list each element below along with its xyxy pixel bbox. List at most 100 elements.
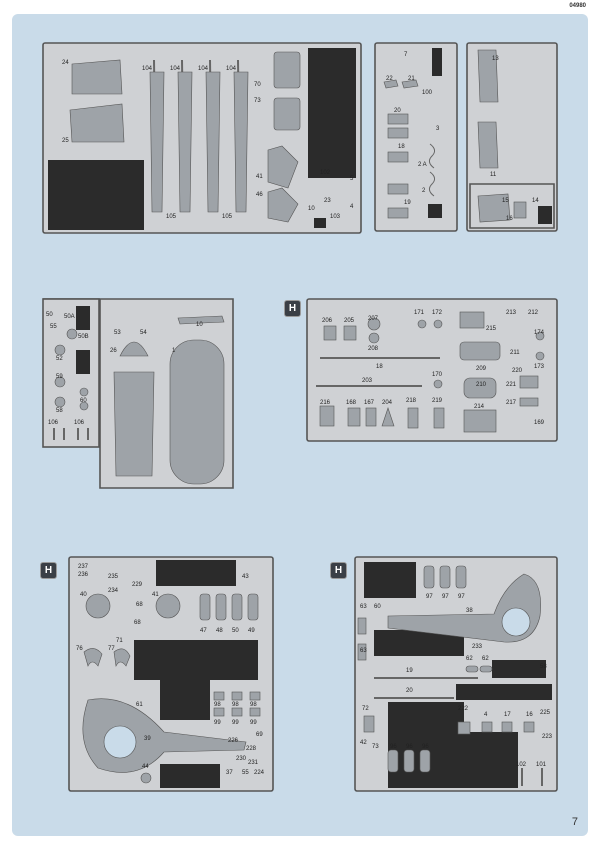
sprue-3: 13 11 15 16 14 (466, 42, 558, 232)
part-label: 98 (250, 702, 257, 708)
part-label: 26 (110, 348, 117, 354)
part-label: 10 (196, 322, 203, 328)
part-label: 11 (490, 172, 497, 178)
part-label: 169 (534, 420, 545, 426)
part-label: 96 (406, 744, 413, 750)
part-label: 104 (142, 66, 153, 72)
part-label: 25 (62, 138, 69, 144)
part-label: 208 (368, 346, 379, 352)
part-label: 7 (404, 52, 408, 58)
part-label: 228 (246, 746, 257, 752)
part-label: 104 (170, 66, 181, 72)
part-label: 174 (534, 330, 545, 336)
part-label: 211 (510, 350, 520, 356)
part-label: 4 (484, 712, 488, 718)
part-label: 55 (50, 324, 57, 330)
part-label: 105 (166, 214, 177, 220)
part-label: 212 (528, 310, 539, 316)
part-label: 104 (226, 66, 237, 72)
part-label: 218 (406, 398, 417, 404)
part-label: 24 (62, 60, 69, 66)
part-label: 106 (74, 420, 85, 426)
part-label: 41 (256, 174, 263, 180)
part-label: 237 (78, 564, 89, 570)
sprue-h-badge: H (330, 562, 347, 579)
part-label: 210 (476, 382, 487, 388)
part-label: 5 (350, 176, 354, 182)
part-label: 171 (414, 310, 425, 316)
part-label: 14 (532, 198, 539, 204)
part-label: 236 (78, 572, 89, 578)
part-label: 103 (330, 214, 341, 220)
part-label: 40 (80, 592, 87, 598)
part-label: 216 (320, 400, 331, 406)
part-label: 18 (398, 144, 405, 150)
part-label: 168 (346, 400, 357, 406)
part-label: 106 (48, 420, 59, 426)
part-label: 41 (152, 592, 159, 598)
part-label: 61 (136, 702, 143, 708)
part-label: 68 (136, 602, 143, 608)
part-label: 62 (466, 656, 473, 662)
part-label: 68 (134, 620, 141, 626)
part-label: 207 (368, 316, 379, 322)
part-label: 13 (492, 56, 499, 62)
part-label: 72 (362, 706, 369, 712)
part-label: 209 (476, 366, 487, 372)
part-label: 225 (540, 710, 551, 716)
part-label: 46 (256, 192, 263, 198)
part-label: 99 (214, 720, 221, 726)
sprue-1: 24 25 104 104 104 104 105 105 70 73 41 4… (42, 42, 362, 234)
part-label: 16 (526, 712, 533, 718)
part-label: 19 (404, 200, 411, 206)
part-label: 39 (144, 736, 151, 742)
part-label: 205 (344, 318, 355, 324)
part-label: 234 (108, 588, 119, 594)
part-label: 97 (442, 594, 449, 600)
part-label: 42 (360, 740, 367, 746)
sprue-7: 97 97 97 38 63 60 63 233 19 62 62 58 20 … (354, 556, 558, 792)
part-label: 15 (502, 198, 509, 204)
sprue-h-badge: H (40, 562, 57, 579)
part-label: 2 A (418, 162, 427, 168)
part-label: 23 (324, 198, 331, 204)
part-label: 99 (232, 720, 239, 726)
part-label: 172 (432, 310, 443, 316)
part-label: 1 (172, 348, 176, 354)
part-label: 48 (216, 628, 223, 634)
part-label: 76 (76, 646, 83, 652)
part-label: 100 (422, 90, 433, 96)
part-label: 52 (56, 356, 63, 362)
part-label: 43 (242, 574, 249, 580)
part-label: 21 (408, 76, 415, 82)
part-label: 97 (426, 594, 433, 600)
part-label: 73 (372, 744, 379, 750)
sprue-4: 50 50A 55 50B 52 59 58 60 106 106 53 54 … (42, 298, 234, 489)
part-label: 102 (516, 762, 527, 768)
part-label: 50A (64, 314, 75, 320)
part-label: 38 (466, 608, 473, 614)
part-label: 50B (78, 334, 89, 340)
sprue-h-badge: H (284, 300, 301, 317)
part-label: 70 (254, 82, 261, 88)
part-label: 102 (320, 170, 331, 176)
part-label: 104 (198, 66, 209, 72)
part-label: 105 (222, 214, 233, 220)
part-label: 18 (376, 364, 383, 370)
part-label: 231 (248, 760, 259, 766)
part-label: 63 (360, 604, 367, 610)
part-label: 226 (228, 738, 239, 744)
part-label: 217 (506, 400, 517, 406)
part-label: 16 (506, 216, 513, 222)
part-label: 222 (458, 706, 469, 712)
part-label: 204 (382, 400, 393, 406)
part-label: 203 (362, 378, 373, 384)
part-label: 58 (56, 408, 63, 414)
part-label: 220 (512, 368, 523, 374)
part-label: 37 (226, 770, 233, 776)
part-label: 60 (374, 604, 381, 610)
sprue-2: 7 22 21 100 20 3 18 2 A 2 19 (374, 42, 458, 232)
part-label: 235 (108, 574, 119, 580)
part-label: 97 (458, 594, 465, 600)
part-label: 10 (308, 206, 315, 212)
